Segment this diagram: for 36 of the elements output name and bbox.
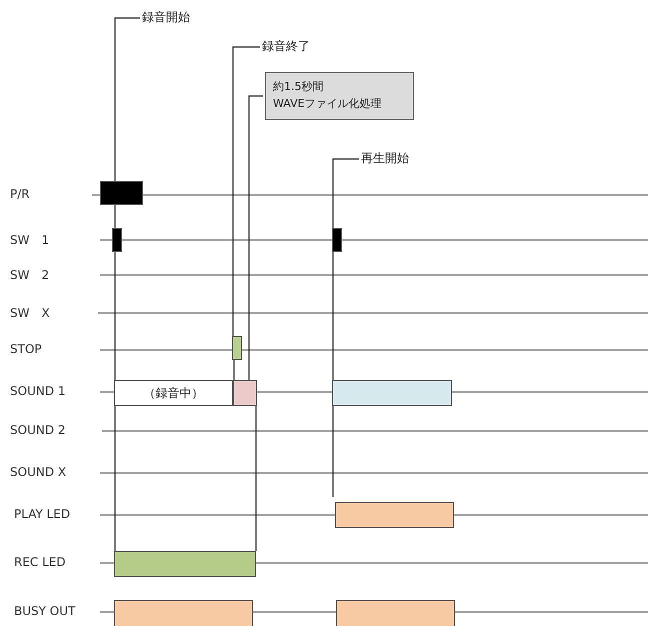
leader-line — [114, 17, 140, 181]
signal-pulse — [114, 551, 256, 577]
signal-pulse — [336, 600, 455, 626]
signal-pulse: （録音中） — [114, 380, 233, 406]
timing-line — [233, 360, 235, 380]
timing-line — [114, 205, 116, 228]
signal-pulse — [232, 336, 242, 360]
signal-label: P/R — [10, 187, 30, 201]
signal-pulse — [332, 380, 452, 406]
signal-label: SOUND X — [10, 465, 66, 479]
leader-line — [248, 95, 263, 380]
signal-label: REC LED — [14, 555, 66, 569]
signal-pulse — [233, 380, 257, 406]
timing-line — [255, 406, 257, 551]
leader-line — [332, 158, 359, 228]
signal-label: SOUND 1 — [10, 384, 66, 398]
annotation-text: 再生開始 — [361, 150, 409, 167]
signal-label: SW 1 — [10, 232, 50, 249]
timing-line — [332, 252, 334, 380]
signal-pulse — [335, 502, 454, 528]
signal-label: SW X — [10, 305, 50, 322]
timing-line — [114, 252, 116, 380]
signal-label: STOP — [10, 342, 42, 356]
signal-label: BUSY OUT — [14, 604, 76, 618]
leader-line — [232, 46, 260, 336]
signal-pulse — [100, 181, 143, 205]
signal-pulse — [112, 228, 122, 252]
annotation-text: 録音開始 — [142, 9, 190, 26]
signal-label: SW 2 — [10, 267, 50, 284]
timing-line — [114, 406, 116, 551]
timing-line — [332, 406, 334, 497]
signal-label: PLAY LED — [14, 507, 70, 521]
signal-label: SOUND 2 — [10, 423, 66, 437]
signal-pulse — [332, 228, 342, 252]
signal-pulse — [114, 600, 253, 626]
note-box: 約1.5秒間 WAVEファイル化処理 — [265, 72, 414, 120]
